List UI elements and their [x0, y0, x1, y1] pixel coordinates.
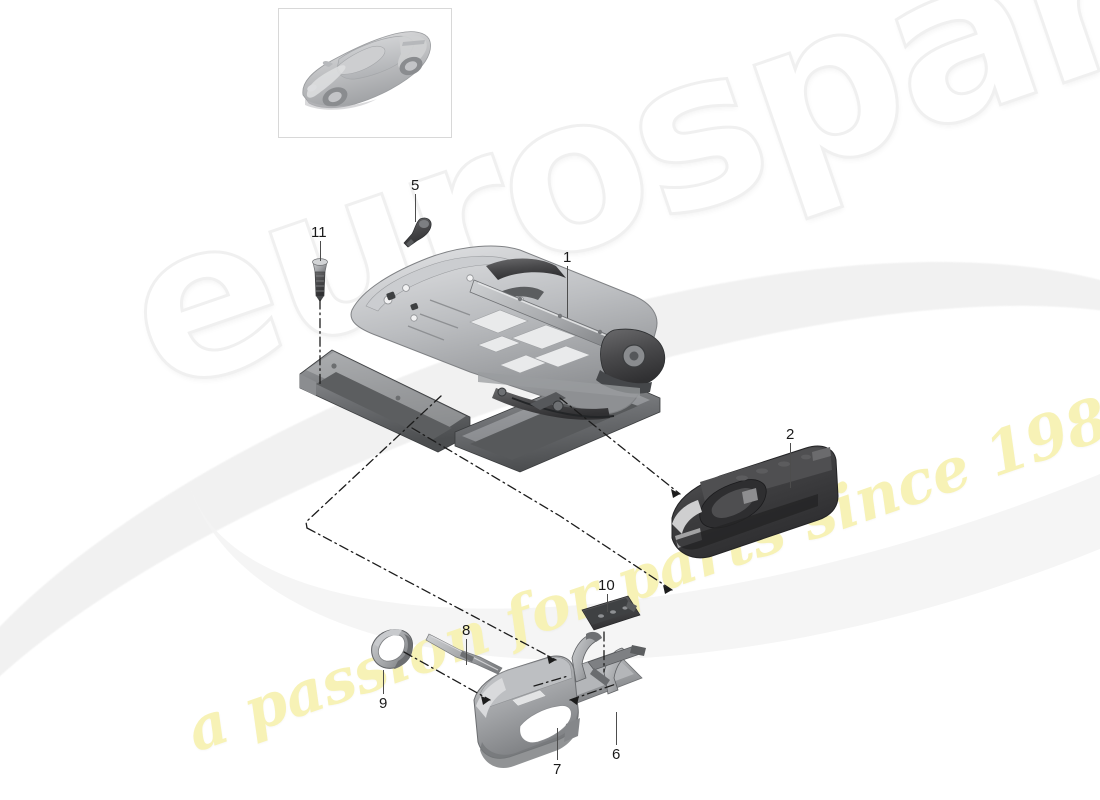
seat-height-linkage	[492, 387, 615, 420]
part-fixing-bolt	[312, 258, 328, 302]
callout-label-10[interactable]: 10	[598, 577, 615, 594]
callout-leader-6	[616, 712, 617, 745]
callout-label-11[interactable]: 11	[311, 224, 327, 241]
axis-arrowheads	[481, 489, 680, 705]
part-adjuster-rod	[425, 633, 503, 675]
part-collar-ring	[371, 629, 413, 669]
seat-front-bar	[478, 372, 640, 398]
callout-label-7[interactable]: 7	[553, 761, 562, 778]
axis-bracket-base	[533, 675, 569, 687]
callout-leader-5	[415, 194, 416, 222]
vehicle-thumbnail-image	[302, 31, 431, 110]
callout-label-6[interactable]: 6	[612, 746, 621, 763]
callout-label-2[interactable]: 2	[786, 426, 795, 443]
axis-frame-to-left	[305, 395, 442, 529]
part-mounting-plate	[581, 595, 641, 631]
seat-rail-left	[299, 349, 471, 453]
callout-label-9[interactable]: 9	[379, 695, 388, 712]
callout-leader-11	[320, 241, 321, 261]
part-lower-trim-cover	[473, 655, 580, 769]
callout-leader-1	[567, 266, 568, 318]
axis-collar-to-cover	[403, 651, 491, 701]
part-seat-frame-assembly	[299, 245, 666, 473]
callout-leader-8	[466, 639, 467, 665]
vehicle-thumbnail[interactable]	[278, 8, 452, 138]
callout-leader-2	[790, 443, 791, 488]
callout-label-5[interactable]: 5	[411, 177, 420, 194]
callout-leader-7	[557, 728, 558, 760]
assembly-axis-lines	[305, 299, 681, 701]
axis-frame-to-bracket	[411, 427, 673, 591]
callout-label-1[interactable]: 1	[563, 249, 572, 266]
callout-leader-9	[383, 670, 384, 694]
seat-recliner-mechanism	[596, 328, 666, 394]
callout-leader-10	[607, 594, 608, 612]
part-release-lever	[403, 217, 432, 248]
axis-frame-to-trim	[559, 397, 681, 495]
part-seat-side-trim-panel	[671, 445, 839, 559]
callout-label-8[interactable]: 8	[462, 622, 471, 639]
